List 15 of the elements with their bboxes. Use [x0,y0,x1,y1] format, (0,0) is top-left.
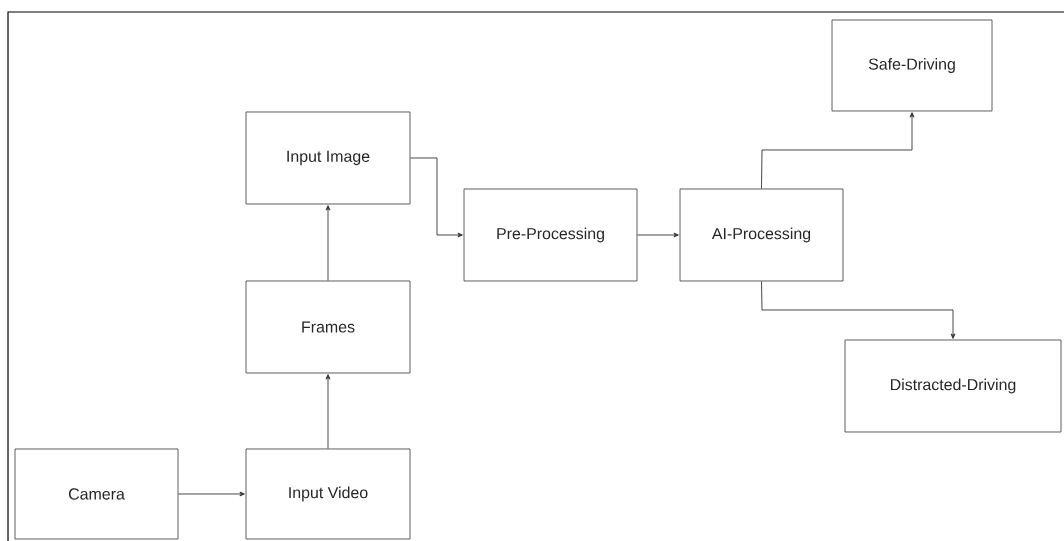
arrow [325,374,331,449]
arrow [410,157,463,238]
process-box: Pre-Processing [463,188,638,282]
process-box: Input Image [245,111,411,205]
arrow [761,281,956,339]
process-box: Safe-Driving [831,19,993,112]
process-box: Input Video [245,448,411,540]
process-box: AI-Processing [679,188,844,282]
arrow [178,491,245,497]
arrow [325,205,331,281]
process-box: Camera [14,448,179,540]
process-box: Frames [245,280,411,374]
process-box: Distracted-Driving [844,339,1062,433]
arrow [637,232,679,238]
arrow [761,112,915,189]
